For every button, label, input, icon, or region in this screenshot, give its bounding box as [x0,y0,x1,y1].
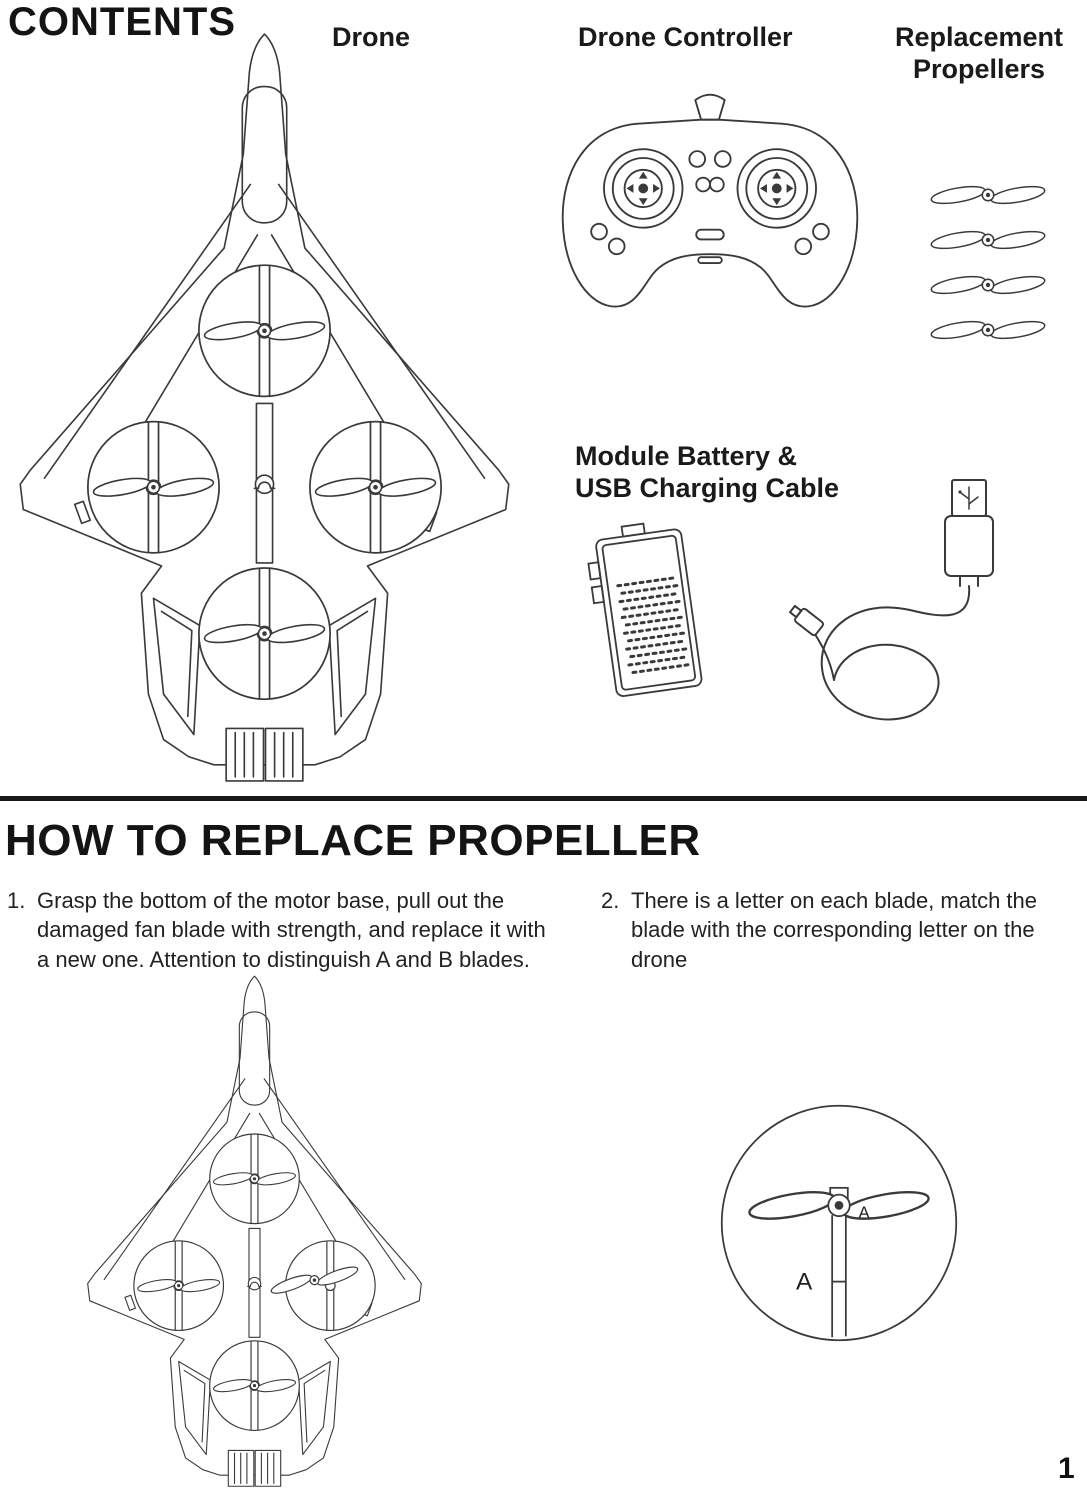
step-1: 1. Grasp the bottom of the motor base, p… [7,886,555,974]
charge-plug [788,604,824,637]
section-divider [0,796,1087,801]
left-stick-arrows-icon [626,171,660,206]
howto-title: HOW TO REPLACE PROPELLER [5,816,701,865]
step-2-number: 2. [601,888,620,913]
step-2-text: There is a letter on each blade, match t… [631,888,1038,972]
page-number: 1 [1058,1452,1075,1485]
detail-zoom-circle [720,1104,958,1342]
controller-label: Drone Controller [578,22,793,52]
propellers-label-line1: Replacement [894,22,1064,52]
cable-coil [820,585,971,721]
drone-label: Drone [332,22,411,52]
battery-label: Module Battery & USB Charging Cable [575,441,839,505]
blade-letter-hub: A [859,1203,871,1222]
propeller-icon [930,182,1046,208]
usb-symbol-icon [960,486,979,510]
step-1-number: 1. [7,888,26,913]
controller-illustration [561,93,859,308]
right-stick-arrows-icon [760,171,794,206]
propeller-icon [930,227,1046,253]
contents-title: CONTENTS [8,0,236,44]
drone-propeller-removed-illustration [82,972,427,1489]
drone-illustration [12,28,517,785]
usb-connector-body [944,515,994,577]
step-1-text: Grasp the bottom of the motor base, pull… [37,888,546,972]
controller-antenna [694,93,726,121]
usb-cable-illustration [788,479,994,721]
propellers-label: Replacement Propellers [878,22,1080,86]
step-2: 2. There is a letter on each blade, matc… [601,886,1069,974]
battery-illustration [587,522,703,697]
battery-label-line1: Module Battery & [575,441,798,471]
controller-body [561,118,859,308]
blade-letter-detail-illustration: A A [720,1104,958,1342]
propeller-icon [930,317,1046,343]
propeller-icon [930,272,1046,298]
replacement-propellers-illustration [930,178,1046,347]
blade-letter-large: A [796,1268,813,1295]
battery-label-line2: USB Charging Cable [575,472,840,503]
propellers-label-line2: Propellers [912,53,1046,84]
